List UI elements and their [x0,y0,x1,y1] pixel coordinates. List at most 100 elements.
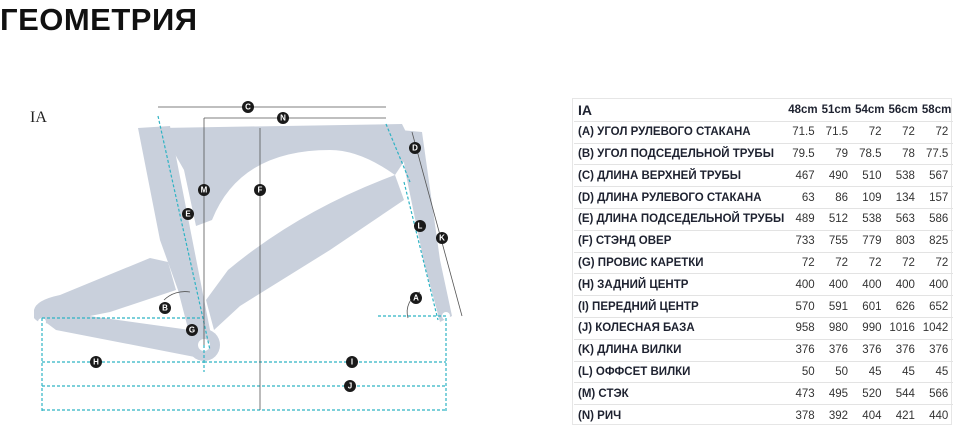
table-cell: 72 [919,121,954,144]
svg-text:H: H [93,358,99,367]
table-cell: 538 [853,208,887,231]
table-cell: 134 [886,186,920,209]
table-cell: 566 [919,382,954,406]
table-cell: 72 [886,252,920,275]
table-cell: 490 [819,164,854,188]
table-cell: 71.5 [819,121,854,144]
table-cell: 1042 [919,317,954,340]
table-cell: 78.5 [853,143,887,166]
table-cell: 803 [886,230,920,253]
parameter-label: (C) ДЛИНА ВЕРХНЕЙ ТРУБЫ [574,164,787,188]
table-cell: 72 [786,252,820,275]
table-cell: 79 [819,143,854,166]
size-column-header: 48cm [786,100,820,122]
table-cell: 473 [786,382,820,406]
table-cell: 400 [886,273,920,297]
marker-l: L [414,220,426,232]
table-cell: 376 [919,339,954,362]
size-column-header: 51cm [819,100,854,122]
table-cell: 45 [886,361,920,384]
table-cell: 495 [819,382,854,406]
parameter-label: (E) ДЛИНА ПОДСЕДЕЛЬНОЙ ТРУБЫ [574,208,787,231]
marker-e: E [182,208,194,220]
table-cell: 45 [853,361,887,384]
parameter-label: (F) СТЭНД ОВЕР [574,230,787,253]
marker-h: H [90,356,102,368]
table-cell: 72 [853,121,887,144]
table-cell: 567 [919,164,954,188]
table-cell: 990 [853,317,887,340]
table-cell: 467 [786,164,820,188]
svg-text:B: B [162,304,168,313]
table-cell: 440 [929,409,949,422]
marker-c: C [242,101,254,113]
model-label: IA [30,109,47,126]
table-cell: 72 [819,252,854,275]
table-cell: 779 [853,230,887,253]
size-column-header: 56cm [886,100,920,122]
table-cell: 79.5 [786,143,820,166]
marker-j: J [344,380,356,392]
table-cell: 404 [862,409,882,422]
table-cell: 72 [853,252,887,275]
marker-d: D [409,142,421,154]
dimension-lines [41,115,448,412]
table-cell: 520 [853,382,887,406]
table-cell: 72 [886,121,920,144]
table-cell: 78 [886,143,920,166]
table-cell: 652 [919,295,954,318]
table-cell: 45 [919,361,954,384]
table-cell: 400 [819,273,854,297]
table-cell: 72 [919,252,954,275]
size-column-header: 58cm [919,100,954,122]
table-cell: 512 [819,208,854,231]
parameter-label: (L) ОФФСЕТ ВИЛКИ [574,361,787,384]
parameter-label: (K) ДЛИНА ВИЛКИ [574,339,787,362]
svg-text:A: A [413,294,419,303]
table-cell: 601 [853,295,887,318]
table-cell: 755 [819,230,854,253]
table-header-label: IA [574,100,787,122]
svg-text:E: E [185,210,191,219]
svg-text:C: C [245,103,251,112]
size-column-header: 54cm [853,100,887,122]
marker-b: B [159,302,171,314]
svg-text:D: D [412,144,418,153]
marker-m: M [198,184,210,196]
table-cell: 50 [819,361,854,384]
table-cell: 980 [819,317,854,340]
table-cell: 489 [786,208,820,231]
table-cell: 50 [786,361,820,384]
table-cell: 392 [828,409,849,422]
table-cell: 157 [919,186,954,209]
table-cell: 376 [819,339,854,362]
table-cell: 626 [886,295,920,318]
parameter-label: (H) ЗАДНИЙ ЦЕНТР [574,273,787,297]
table-cell: 591 [819,295,854,318]
bike-geometry-diagram: IA [0,90,560,429]
parameter-label: (B) УГОЛ ПОДСЕДЕЛЬНОЙ ТРУБЫ [574,143,787,166]
table-cell: 77.5 [919,143,954,166]
table-cell: 71.5 [786,121,820,144]
table-cell: 825 [919,230,954,253]
marker-n: N [277,112,289,124]
table-cell: 421 [895,409,915,422]
svg-text:I: I [351,358,353,367]
parameter-label: (A) УГОЛ РУЛЕВОГО СТАКАНА [574,121,787,144]
svg-text:K: K [439,234,445,243]
table-cell: 400 [786,273,820,297]
marker-i: I [346,356,358,368]
parameter-label: (N) РИЧ [578,409,622,422]
bike-frame [34,124,452,361]
table-cell: 376 [786,339,820,362]
table-cell: 1016 [886,317,920,340]
table-cell: 570 [786,295,820,318]
table-cell: 376 [853,339,887,362]
